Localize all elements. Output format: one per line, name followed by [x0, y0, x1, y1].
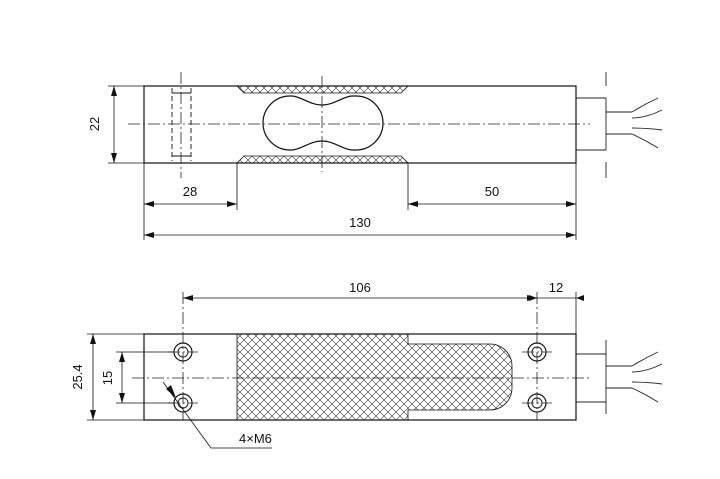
dim-width-25-4: [87, 333, 144, 421]
dim-hole-span-106: [183, 295, 537, 301]
dim-hole-pitch-15: [116, 351, 174, 404]
label-offset-50: 50: [485, 184, 499, 199]
dim-offset-28: [143, 163, 238, 240]
plan-view-hole-centers: [168, 292, 552, 420]
dim-length-130: [144, 232, 576, 238]
dim-height-22: [108, 85, 144, 164]
label-hole-callout: 4×M6: [239, 431, 272, 446]
dim-offset-50: [407, 163, 577, 240]
label-height-22: 22: [87, 117, 102, 131]
label-length-130: 130: [349, 215, 371, 230]
side-view-left-thread: [171, 72, 192, 178]
label-width-25-4: 25.4: [70, 364, 85, 389]
plan-view: [87, 292, 663, 449]
side-view-knurl-bands: [236, 85, 409, 164]
side-view: [108, 72, 663, 240]
label-end-offset-12: 12: [549, 280, 563, 295]
side-view-body: [143, 85, 577, 164]
leader-hole-callout: [162, 381, 272, 449]
dim-end-offset-12: [529, 292, 584, 334]
plan-view-cable: [576, 340, 663, 414]
label-hole-pitch-15: 15: [100, 371, 115, 385]
label-hole-span-106: 106: [349, 280, 371, 295]
label-offset-28: 28: [183, 184, 197, 199]
side-view-cable: [576, 72, 663, 178]
bending-hole: [262, 95, 384, 151]
plan-view-knurl-area: [236, 333, 513, 421]
